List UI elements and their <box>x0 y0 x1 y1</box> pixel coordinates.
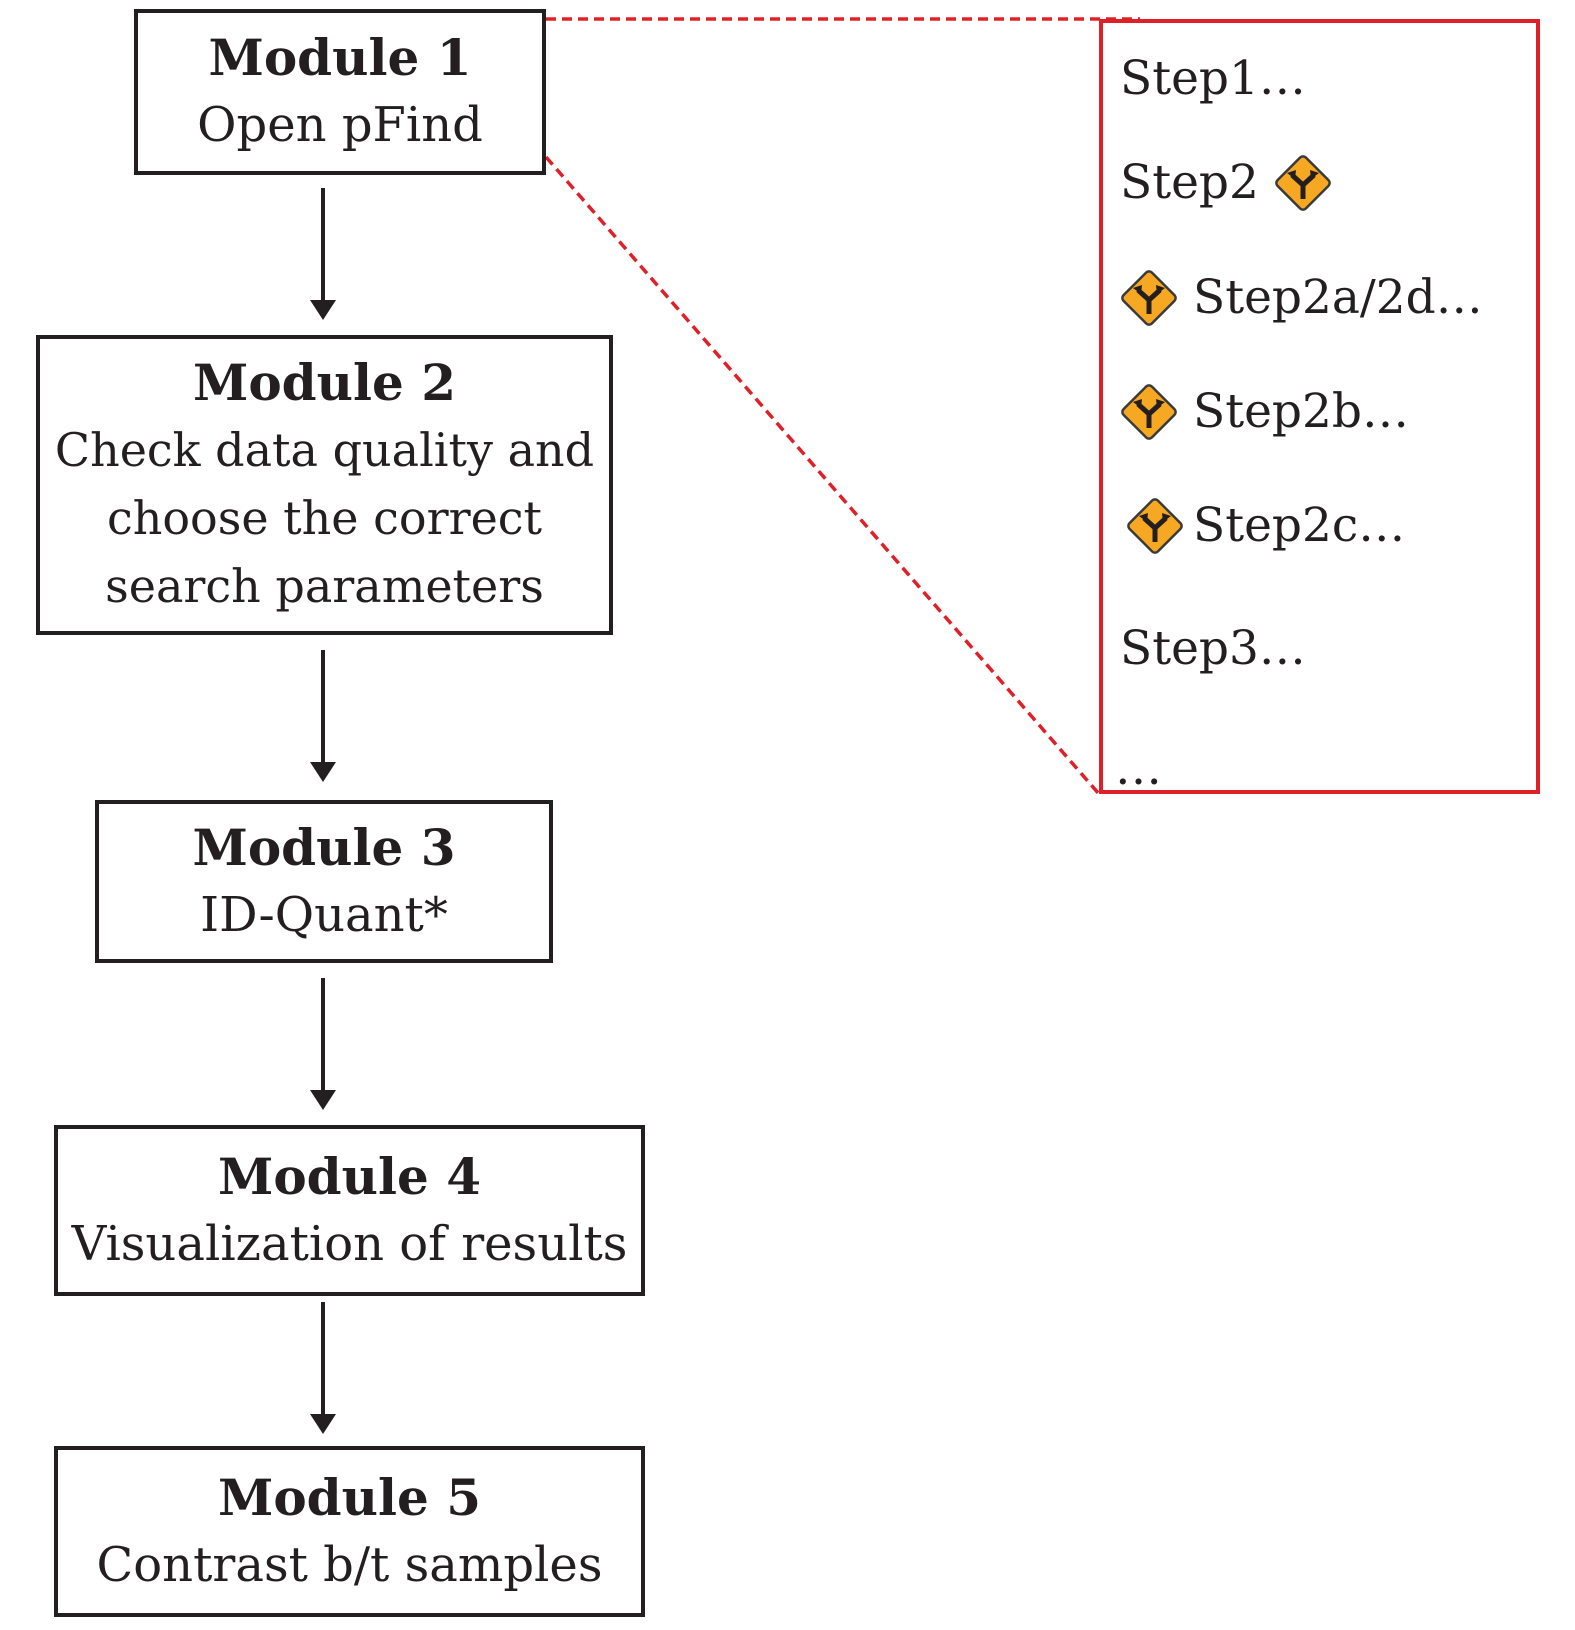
module-5-box: Module 5 Contrast b/t samples <box>54 1446 645 1617</box>
step-item: Step2a/2d… <box>1117 266 1483 330</box>
step-label: Step1… <box>1120 51 1306 106</box>
module-description: search parameters <box>105 559 544 613</box>
zoom-connector-bottom <box>544 155 1101 796</box>
module-4-box: Module 4 Visualization of results <box>54 1125 645 1296</box>
step-item: Step1… <box>1120 51 1306 107</box>
fork-road-sign-icon <box>1271 151 1335 215</box>
step-item: Step2 <box>1120 151 1335 215</box>
module-title: Module 3 <box>192 817 456 877</box>
module-description: ID-Quant* <box>200 886 448 943</box>
module-title: Module 2 <box>192 353 456 412</box>
module-title: Module 4 <box>217 1146 481 1206</box>
module-description: Contrast b/t samples <box>96 1536 603 1593</box>
module-1-box: Module 1 Open pFind <box>134 9 546 175</box>
flow-arrow <box>310 188 336 320</box>
step-label: Step2a/2d… <box>1193 270 1483 325</box>
module-2-box: Module 2 Check data quality and choose t… <box>36 335 613 635</box>
step-item: Step2b… <box>1117 380 1409 444</box>
step-item: Step2c… <box>1123 494 1405 558</box>
step-label: … <box>1115 741 1162 796</box>
step-item: … <box>1115 741 1162 797</box>
module-description: Visualization of results <box>71 1215 628 1272</box>
module-description: Open pFind <box>197 97 483 153</box>
flow-arrow <box>310 978 336 1110</box>
module-3-box: Module 3 ID-Quant* <box>95 800 553 963</box>
step-label: Step2c… <box>1193 498 1406 553</box>
module-title: Module 1 <box>208 28 472 87</box>
fork-road-sign-icon <box>1117 266 1181 330</box>
fork-road-sign-icon <box>1123 494 1187 558</box>
module-1-detail-panel: Step1… Step2 Step2a/2d… Step2b… Step2c… … <box>1099 19 1540 797</box>
step-item: Step3… <box>1120 621 1306 677</box>
flow-arrow <box>310 1302 336 1434</box>
step-label: Step2 <box>1120 155 1259 210</box>
module-description: Check data quality and <box>54 423 595 477</box>
module-description: choose the correct <box>106 491 543 545</box>
fork-road-sign-icon <box>1117 380 1181 444</box>
step-label: Step3… <box>1120 621 1306 676</box>
step-label: Step2b… <box>1193 384 1409 439</box>
flow-arrow <box>310 650 336 782</box>
module-title: Module 5 <box>217 1467 481 1527</box>
